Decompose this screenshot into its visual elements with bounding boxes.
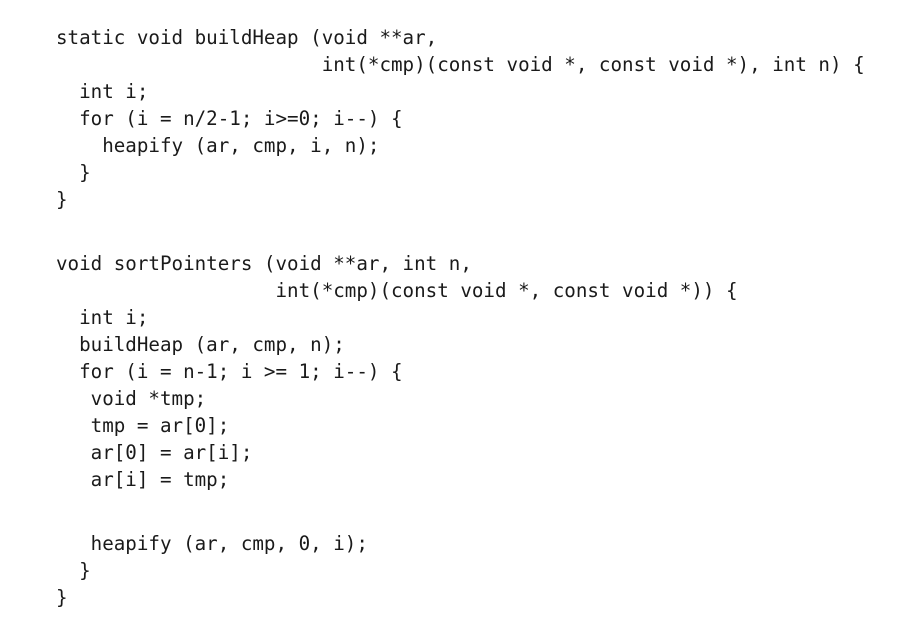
code-line: } [56, 586, 68, 609]
code-line: static void buildHeap (void **ar, [56, 26, 438, 49]
code-line: void sortPointers (void **ar, int n, [56, 252, 472, 275]
code-line: for (i = n-1; i >= 1; i--) { [56, 360, 403, 383]
code-line: int(*cmp)(const void *, const void *)) { [56, 279, 738, 302]
code-line: ar[i] = tmp; [56, 468, 230, 491]
code-listing: static void buildHeap (void **ar, int(*c… [56, 24, 865, 611]
code-line: } [56, 559, 91, 582]
code-line: heapify (ar, cmp, i, n); [56, 134, 380, 157]
code-line: } [56, 188, 68, 211]
code-line: void *tmp; [56, 387, 207, 410]
code-line: ar[0] = ar[i]; [56, 441, 253, 464]
code-line: tmp = ar[0]; [56, 414, 230, 437]
code-line: int(*cmp)(const void *, const void *), i… [56, 53, 865, 76]
blank-line [56, 493, 865, 530]
blank-line [56, 213, 865, 250]
code-line: for (i = n/2-1; i>=0; i--) { [56, 107, 403, 130]
code-line: buildHeap (ar, cmp, n); [56, 333, 345, 356]
code-line: int i; [56, 80, 149, 103]
code-line: } [56, 161, 91, 184]
code-line: int i; [56, 306, 149, 329]
code-line: heapify (ar, cmp, 0, i); [56, 532, 368, 555]
